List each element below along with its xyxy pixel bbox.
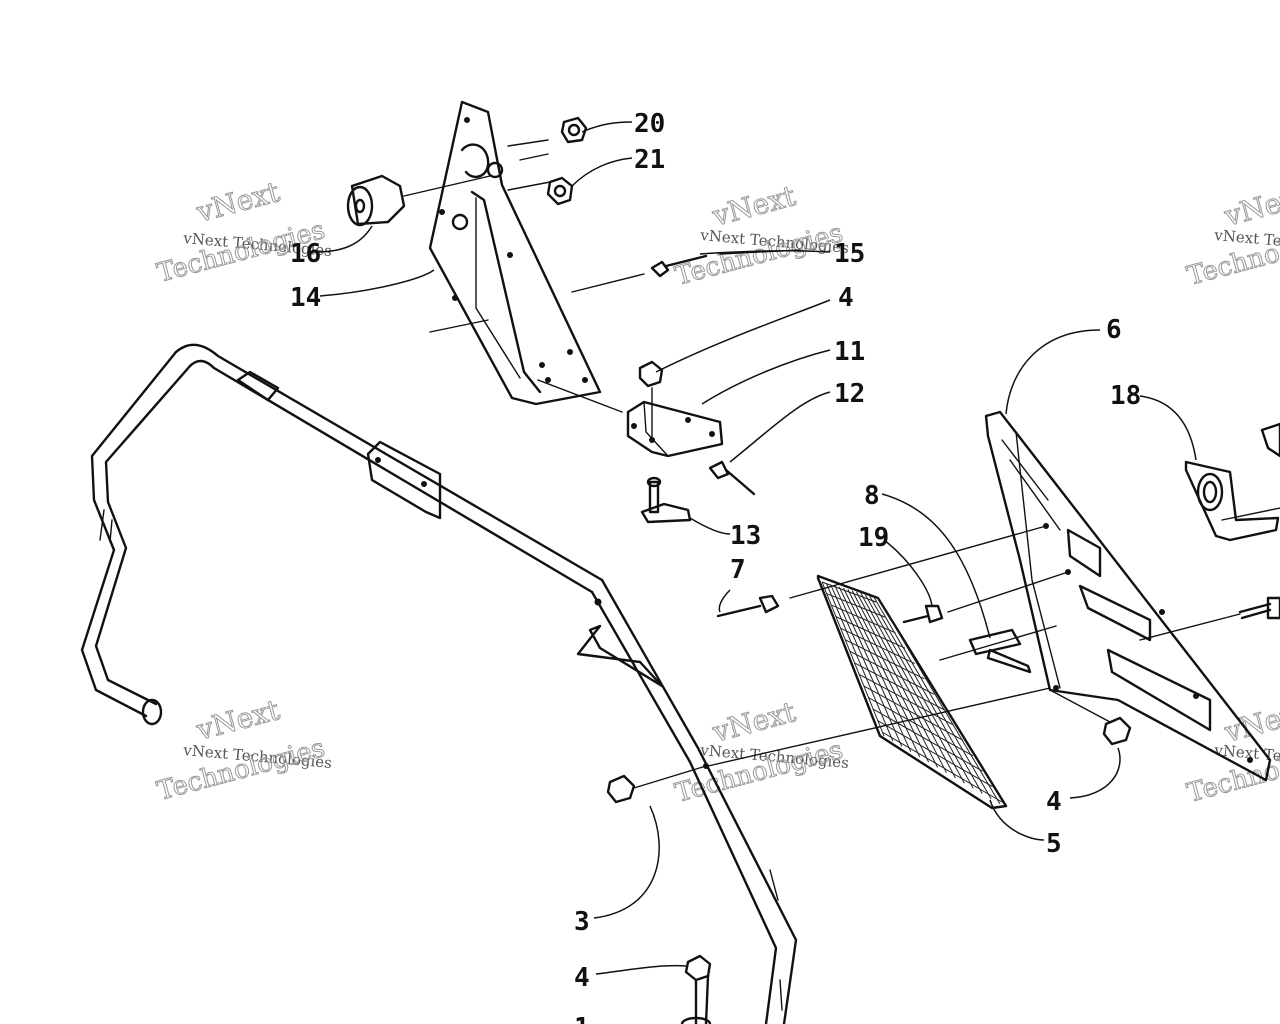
nut-21 — [546, 176, 574, 206]
mesh-line — [825, 583, 894, 742]
callout-4b: 4 — [1046, 787, 1062, 817]
callout-15: 15 — [834, 239, 865, 269]
mesh-line — [844, 639, 925, 680]
svg-text:vNext: vNext — [708, 695, 799, 749]
callout-16: 16 — [290, 239, 321, 269]
svg-text:vNext: vNext — [192, 693, 283, 747]
callout-labels: 20 21 16 15 14 4 11 12 13 6 18 8 19 7 4 … — [290, 109, 1141, 1024]
rivet-12 — [708, 460, 756, 496]
callout-14: 14 — [290, 283, 321, 313]
frame-tube-1 — [80, 343, 798, 1024]
mesh-line — [849, 650, 935, 695]
callout-4c: 4 — [574, 963, 590, 993]
mesh-line — [881, 731, 1003, 803]
rivet-7 — [716, 525, 1047, 618]
callout-18: 18 — [1110, 381, 1141, 411]
mesh-panel-5 — [816, 574, 1008, 810]
mesh-line — [838, 586, 921, 758]
mesh-line — [830, 584, 903, 747]
mesh-line — [877, 720, 993, 788]
svg-text:vNext: vNext — [1220, 179, 1280, 233]
mesh-line — [821, 581, 885, 737]
callout-4a: 4 — [838, 283, 854, 313]
bolt-plate-13 — [640, 476, 692, 524]
svg-text:vNext: vNext — [192, 175, 283, 229]
mesh-line — [854, 662, 945, 711]
mesh-line — [835, 616, 906, 649]
callout-5: 5 — [1046, 829, 1062, 859]
svg-text:vNext: vNext — [708, 179, 799, 233]
watermark-1: vNext vNext Technologies Technologies — [154, 174, 333, 289]
mesh-line — [872, 708, 983, 772]
svg-text:Technologies: Technologies — [672, 218, 846, 292]
nut-20 — [560, 116, 588, 144]
callout-12: 12 — [834, 379, 865, 409]
mesh-line — [834, 585, 912, 752]
callout-13: 13 — [730, 521, 761, 551]
screw-right — [1139, 596, 1280, 641]
mesh-line — [864, 594, 974, 789]
leader-lines — [315, 121, 1197, 975]
svg-text:Technologies: Technologies — [154, 733, 328, 807]
nut-4-lower — [680, 954, 712, 1024]
rivet-19 — [902, 571, 1069, 624]
side-panel-6 — [984, 410, 1272, 782]
assembly-lines — [707, 625, 1057, 767]
callout-11: 11 — [834, 337, 865, 367]
watermark-3: vNext vNext Technologies Technologies — [1184, 178, 1280, 292]
callout-20: 20 — [634, 109, 665, 139]
nut-4-upper — [638, 360, 664, 441]
angle-bracket-11 — [626, 400, 724, 458]
callout-19: 19 — [858, 523, 889, 553]
mesh-line — [843, 587, 930, 763]
mesh-line — [873, 596, 992, 800]
bracket-plate-14 — [428, 100, 645, 413]
mesh-line — [868, 595, 983, 794]
callout-1: 1 — [574, 1013, 590, 1024]
mesh-line — [877, 597, 1001, 805]
watermark-2: vNext vNext Technologies Technologies — [672, 178, 850, 292]
callout-8: 8 — [864, 481, 880, 511]
mesh-line — [851, 590, 947, 773]
mesh-line — [840, 627, 915, 664]
svg-text:vNext: vNext — [1220, 695, 1280, 749]
nut-3 — [606, 765, 707, 804]
callout-3: 3 — [574, 907, 590, 937]
rear-bracket-18 — [1184, 422, 1280, 542]
bushing-16 — [346, 174, 491, 227]
nut-4-right — [1049, 689, 1132, 746]
callout-7: 7 — [730, 555, 746, 585]
watermark-group: vNext vNext Technologies Technologies vN… — [154, 174, 1280, 809]
callout-21: 21 — [634, 145, 665, 175]
callout-6: 6 — [1106, 315, 1122, 345]
watermark-4: vNext vNext Technologies Technologies — [154, 692, 333, 807]
